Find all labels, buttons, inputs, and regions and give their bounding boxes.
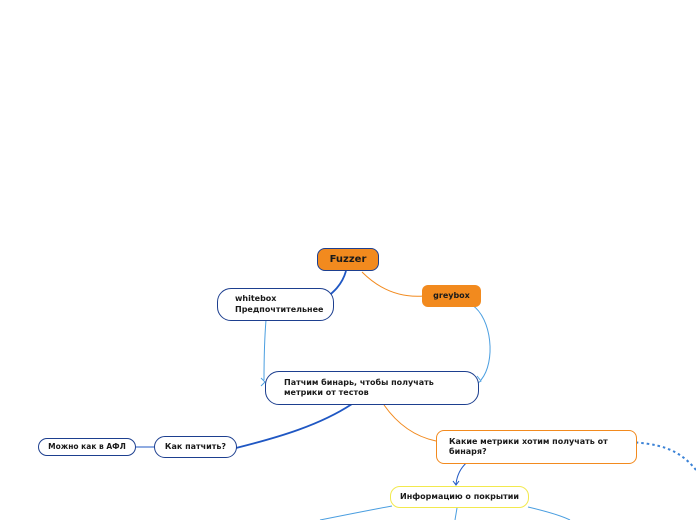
node-whitebox-line2: Предпочтительнее	[235, 304, 324, 314]
node-whitebox-line1: whitebox	[235, 294, 277, 304]
connector-greybox-patch	[471, 304, 491, 381]
node-greybox[interactable]: greybox	[422, 285, 481, 307]
node-afl-label: Можно как в АФЛ	[48, 442, 126, 452]
connector-root-greybox	[361, 271, 425, 297]
root-node-label: Fuzzer	[329, 254, 367, 265]
node-whitebox[interactable]: whitebox Предпочтительнее	[217, 288, 334, 321]
node-how-patch-label: Как патчить?	[164, 441, 227, 451]
node-how-to-patch[interactable]: Как патчить?	[154, 436, 237, 458]
connector-whitebox-patch	[263, 319, 267, 381]
node-patch-line2: метрики от тестов	[284, 388, 369, 397]
node-metrics-line2: бинаря?	[449, 447, 487, 456]
node-coverage[interactable]: Информацию о покрытии	[390, 486, 529, 508]
connector-patch-metrics	[383, 404, 437, 442]
connector-coverage-left	[319, 505, 393, 520]
node-afl[interactable]: Можно как в АФЛ	[38, 438, 136, 456]
connector-coverage-right	[527, 506, 571, 520]
node-patch-line1: Патчим бинарь, чтобы получать	[284, 377, 434, 387]
node-coverage-label: Информацию о покрытии	[400, 491, 519, 501]
connector-patch-howpatch	[235, 403, 353, 449]
node-metrics-line1: Какие метрики хотим получать от	[449, 436, 608, 446]
node-greybox-label: greybox	[433, 290, 470, 300]
node-patch-binary[interactable]: Патчим бинарь, чтобы получать метрики от…	[265, 371, 479, 405]
node-metrics[interactable]: Какие метрики хотим получать от бинаря?	[436, 430, 637, 464]
arrow-metrics-coverage-icon	[452, 480, 460, 486]
root-node-fuzzer[interactable]: Fuzzer	[317, 248, 379, 271]
connector-coverage-mid	[454, 507, 458, 520]
